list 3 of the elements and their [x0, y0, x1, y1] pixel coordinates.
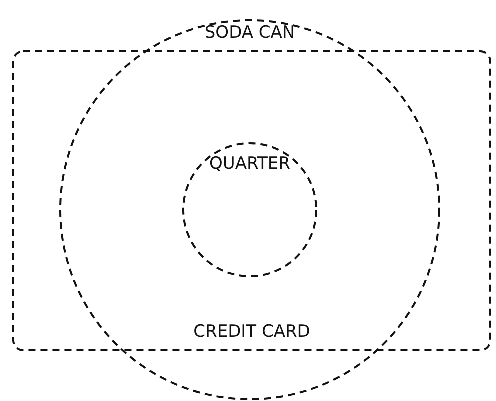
size-label: QUARTER — [210, 154, 290, 174]
size-label: SODA CAN — [204, 23, 296, 43]
size-label: CREDIT CARD — [194, 322, 310, 342]
